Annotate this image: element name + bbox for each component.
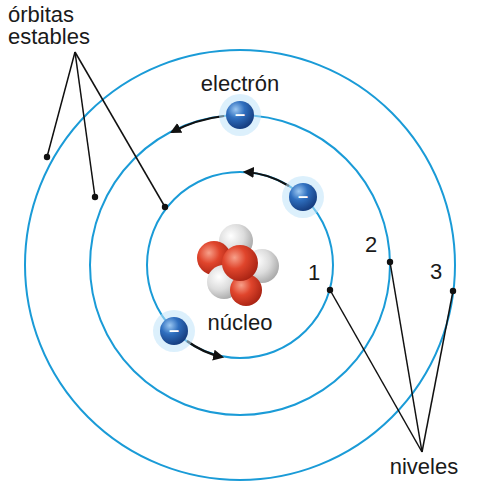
callout-number: 1	[308, 262, 320, 284]
proton	[222, 245, 258, 281]
orbit-ring	[147, 172, 333, 358]
nucleus	[197, 224, 279, 306]
electron-glow	[282, 176, 324, 218]
callout-number: 2	[365, 234, 377, 256]
charge-sign: –	[288, 182, 318, 212]
leader-line	[47, 52, 75, 157]
leader-dot	[387, 259, 393, 265]
leader-dot	[327, 287, 333, 293]
leader-line	[75, 52, 165, 207]
electron-ball	[160, 317, 188, 345]
callout-number: 3	[430, 261, 442, 283]
motion-arrow	[172, 116, 224, 132]
motion-arrow	[187, 341, 222, 357]
charge-sign: –	[159, 316, 189, 346]
electron: –	[225, 100, 255, 130]
charge-sign: –	[225, 100, 255, 130]
leader-dot	[92, 194, 98, 200]
orbit-ring	[25, 50, 455, 480]
electron: –	[159, 316, 189, 346]
leader-dot	[450, 288, 456, 294]
part-label: núcleo	[208, 312, 273, 334]
callout-label: electrón	[201, 73, 279, 95]
callout-label: órbitas estables	[8, 4, 120, 48]
leader-line	[390, 262, 422, 452]
electron-ball	[289, 183, 317, 211]
leader-line	[422, 291, 453, 452]
orbit-ring	[90, 115, 390, 415]
electron-glow	[153, 310, 195, 352]
orbit-rings	[25, 50, 455, 480]
motion-arrow	[245, 172, 289, 186]
leader-dot	[44, 154, 50, 160]
leader-dot	[162, 204, 168, 210]
leader-lines	[47, 52, 453, 452]
electron-glow	[219, 94, 261, 136]
electron-ball	[226, 101, 254, 129]
electron: –	[288, 182, 318, 212]
callout-label: niveles	[390, 456, 458, 478]
leader-dots	[44, 154, 456, 294]
leader-line	[75, 52, 95, 197]
